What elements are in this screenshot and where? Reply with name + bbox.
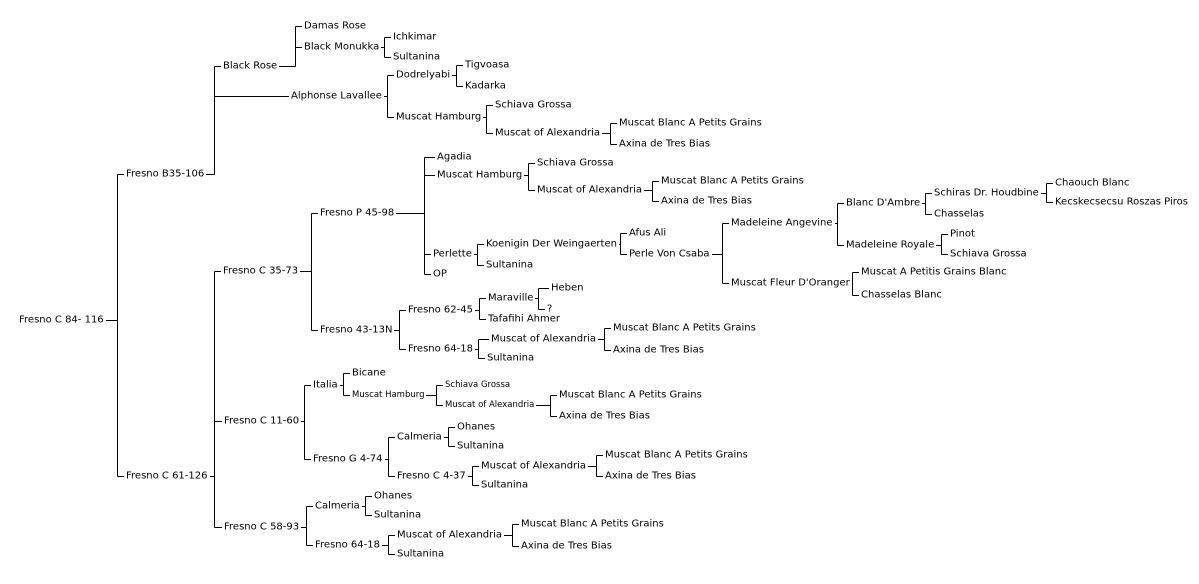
cultivar-label: ? <box>547 304 552 315</box>
cultivar-label: Sultanina <box>397 549 444 560</box>
cultivar-label: Tafafihi Ahmer <box>487 314 561 325</box>
cultivar-label: Fresno C 11-60 <box>224 416 299 427</box>
cultivar-label: Perle Von Csaba <box>629 249 710 260</box>
cultivar-label: Maraville <box>488 293 533 304</box>
cultivar-label: Muscat Blanc A Petits Grains <box>661 176 804 187</box>
cultivar-label: Heben <box>551 283 584 294</box>
cultivar-label: Fresno 62-45 <box>408 305 473 316</box>
cultivar-label: Fresno 64-18 <box>315 540 380 551</box>
cultivar-label: Black Rose <box>223 61 277 72</box>
cultivar-label: Chasselas <box>934 209 984 220</box>
root-cultivar-label: Fresno C 84- 116 <box>19 315 104 326</box>
cultivar-label: Calmeria <box>315 501 360 512</box>
cultivar-label: Schiava Grossa <box>537 158 614 169</box>
cultivar-label: Muscat of Alexandria <box>537 185 642 196</box>
cultivar-label: Black Monukka <box>304 42 379 53</box>
cultivar-label: Ohanes <box>457 422 495 433</box>
cultivar-label: Sultanina <box>374 510 421 521</box>
cultivar-label: Muscat of Alexandria <box>495 128 600 139</box>
cultivar-label: Muscat Hamburg <box>437 170 522 181</box>
cultivar-label: Madeleine Royale <box>846 240 934 251</box>
cultivar-label: Dodrelyabi <box>396 70 450 81</box>
cultivar-label: Sultanina <box>393 52 440 63</box>
cultivar-label: Sultanina <box>481 480 528 491</box>
cultivar-label: Muscat of Alexandria <box>397 530 502 541</box>
cultivar-label: Schiava Grossa <box>950 249 1027 260</box>
cultivar-label: Agadia <box>437 152 472 163</box>
cultivar-label: Fresno 64-18 <box>408 344 473 355</box>
cultivar-label: Fresno B35-106 <box>126 169 204 180</box>
cultivar-label: Kadarka <box>465 81 506 92</box>
cultivar-label: OP <box>433 269 447 280</box>
cultivar-label: Chaouch Blanc <box>1055 178 1130 189</box>
cultivar-label: Ichkimar <box>393 32 437 43</box>
cultivar-label: Fresno 43-13N <box>320 325 392 336</box>
cultivar-label: Fresno C 61-126 <box>126 471 208 482</box>
cultivar-label: Axina de Tres Bias <box>521 541 612 552</box>
cultivar-label: Muscat of Alexandria <box>481 461 586 472</box>
cultivar-label: Madeleine Angevine <box>731 218 833 229</box>
cultivar-label: Muscat Fleur D'Oranger <box>731 278 851 289</box>
cultivar-label: Kecskecsecsu Roszas Piros <box>1055 197 1188 208</box>
cultivar-label: Muscat Blanc A Petits Grains <box>559 390 702 401</box>
cultivar-label: Italia <box>313 380 338 391</box>
cultivar-label: Bicane <box>352 368 386 379</box>
cultivar-label: Muscat Hamburg <box>352 390 424 400</box>
cultivar-label: Muscat of Alexandria <box>491 334 596 345</box>
cultivar-label: Schiava Grossa <box>445 380 510 390</box>
cultivar-label: Fresno C 4-37 <box>397 471 466 482</box>
cultivar-label: Schiava Grossa <box>495 100 572 111</box>
cultivar-label: Alphonse Lavallee <box>291 91 382 102</box>
cultivar-label: Axina de Tres Bias <box>619 139 710 150</box>
cultivar-label: Muscat Blanc A Petits Grains <box>605 450 748 461</box>
cultivar-label: Ohanes <box>374 491 412 502</box>
cultivar-label: Muscat Blanc A Petits Grains <box>619 118 762 129</box>
cultivar-label: Muscat Hamburg <box>396 112 481 123</box>
cultivar-label: Muscat Blanc A Petits Grains <box>613 323 756 334</box>
cultivar-label: Sultanina <box>486 260 533 271</box>
cultivar-label: Sultanina <box>457 441 504 452</box>
cultivar-label: Axina de Tres Bias <box>559 411 650 422</box>
cultivar-label: Tigvoasa <box>464 60 509 71</box>
cultivar-label: Axina de Tres Bias <box>661 196 752 207</box>
cultivar-label: Axina de Tres Bias <box>605 471 696 482</box>
cultivar-label: Chasselas Blanc <box>861 290 942 301</box>
cultivar-label: Damas Rose <box>304 21 366 32</box>
cultivar-label: Muscat A Petitis Grains Blanc <box>861 267 1007 278</box>
cultivar-label: Schiras Dr. Houdbine <box>934 188 1039 199</box>
cultivar-label: Perlette <box>433 249 472 260</box>
cultivar-label: Muscat of Alexandria <box>445 400 534 410</box>
cultivar-label: Calmeria <box>397 432 442 443</box>
cultivar-label: Muscat Blanc A Petits Grains <box>521 519 664 530</box>
cultivar-label: Fresno C 35-73 <box>223 266 298 277</box>
cultivar-label: Fresno G 4-74 <box>313 454 383 465</box>
cultivar-label: Afus Ali <box>629 228 666 239</box>
cultivar-label: Koenigin Der Weingaerten <box>486 239 617 250</box>
cultivar-label: Axina de Tres Bias <box>613 345 704 356</box>
cultivar-label: Blanc D'Ambre <box>846 198 920 209</box>
cultivar-label: Pinot <box>950 229 975 240</box>
cultivar-label: Fresno C 58-93 <box>224 522 299 533</box>
cultivar-label: Sultanina <box>487 353 534 364</box>
cultivar-label: Fresno P 45-98 <box>320 208 394 219</box>
